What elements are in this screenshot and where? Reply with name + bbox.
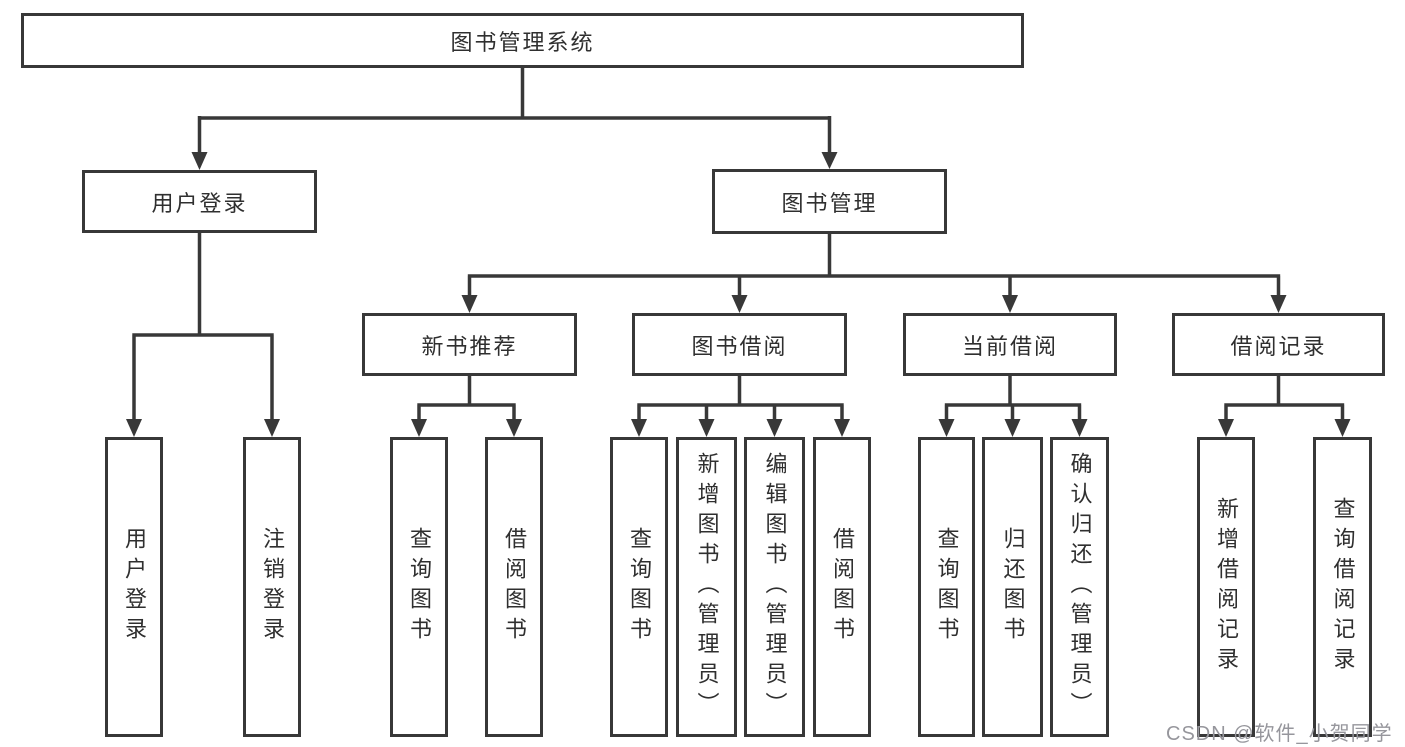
leaf-borrow-query: 查询图书 <box>610 437 668 737</box>
leaf-borrow-edit-admin: 编辑图书（管理员） <box>744 437 805 737</box>
node-root-system: 图书管理系统 <box>21 13 1024 68</box>
leaf-current-query-label: 查询图书 <box>934 527 960 647</box>
leaf-borrow-borrow: 借阅图书 <box>813 437 871 737</box>
connector-userlogin-fork <box>126 233 280 437</box>
node-borrow-records: 借阅记录 <box>1172 313 1385 376</box>
leaf-records-query-label: 查询借阅记录 <box>1330 497 1356 677</box>
node-book-management-label: 图书管理 <box>781 190 878 216</box>
node-new-book-recommend: 新书推荐 <box>362 313 577 376</box>
node-book-borrow-label: 图书借阅 <box>691 333 788 359</box>
node-current-borrow: 当前借阅 <box>903 313 1117 376</box>
connector-bookmgmt-to-level3 <box>461 234 1287 313</box>
leaf-user-login: 用户登录 <box>105 437 163 737</box>
connector-records-fork <box>1218 376 1351 437</box>
node-user-login: 用户登录 <box>82 170 317 233</box>
leaf-newbooks-borrow-label: 借阅图书 <box>502 527 527 647</box>
leaf-records-add: 新增借阅记录 <box>1197 437 1255 737</box>
leaf-current-return: 归还图书 <box>982 437 1043 737</box>
node-book-borrow: 图书借阅 <box>632 313 847 376</box>
leaf-borrow-add-admin-label: 新增图书（管理员） <box>694 452 720 722</box>
leaf-borrow-edit-admin-label: 编辑图书（管理员） <box>762 452 788 722</box>
leaf-records-add-label: 新增借阅记录 <box>1214 497 1239 677</box>
connector-root-to-level2 <box>191 68 838 170</box>
leaf-current-query: 查询图书 <box>918 437 975 737</box>
leaf-logout-label: 注销登录 <box>260 527 285 647</box>
leaf-records-query: 查询借阅记录 <box>1313 437 1372 737</box>
leaf-borrow-add-admin: 新增图书（管理员） <box>676 437 737 737</box>
node-new-book-recommend-label: 新书推荐 <box>421 333 518 359</box>
leaf-newbooks-query-label: 查询图书 <box>407 527 432 647</box>
connector-borrow-fork <box>631 376 850 437</box>
node-book-management: 图书管理 <box>712 169 947 234</box>
node-current-borrow-label: 当前借阅 <box>961 333 1058 359</box>
leaf-borrow-query-label: 查询图书 <box>627 527 652 647</box>
leaf-newbooks-borrow: 借阅图书 <box>485 437 543 737</box>
leaf-logout: 注销登录 <box>243 437 301 737</box>
csdn-watermark: CSDN @软件_小贺同学 <box>1166 723 1393 745</box>
leaf-borrow-borrow-label: 借阅图书 <box>830 527 855 647</box>
leaf-current-confirm-admin-label: 确认归还（管理员） <box>1067 452 1093 722</box>
leaf-user-login-label: 用户登录 <box>122 527 147 647</box>
leaf-newbooks-query: 查询图书 <box>390 437 448 737</box>
connector-newbooks-fork <box>411 376 522 437</box>
node-root-label: 图书管理系统 <box>450 29 595 55</box>
leaf-current-confirm-admin: 确认归还（管理员） <box>1050 437 1109 737</box>
node-borrow-records-label: 借阅记录 <box>1230 333 1327 359</box>
connector-current-fork <box>938 376 1088 437</box>
leaf-current-return-label: 归还图书 <box>1000 527 1026 647</box>
node-user-login-label: 用户登录 <box>151 190 248 216</box>
